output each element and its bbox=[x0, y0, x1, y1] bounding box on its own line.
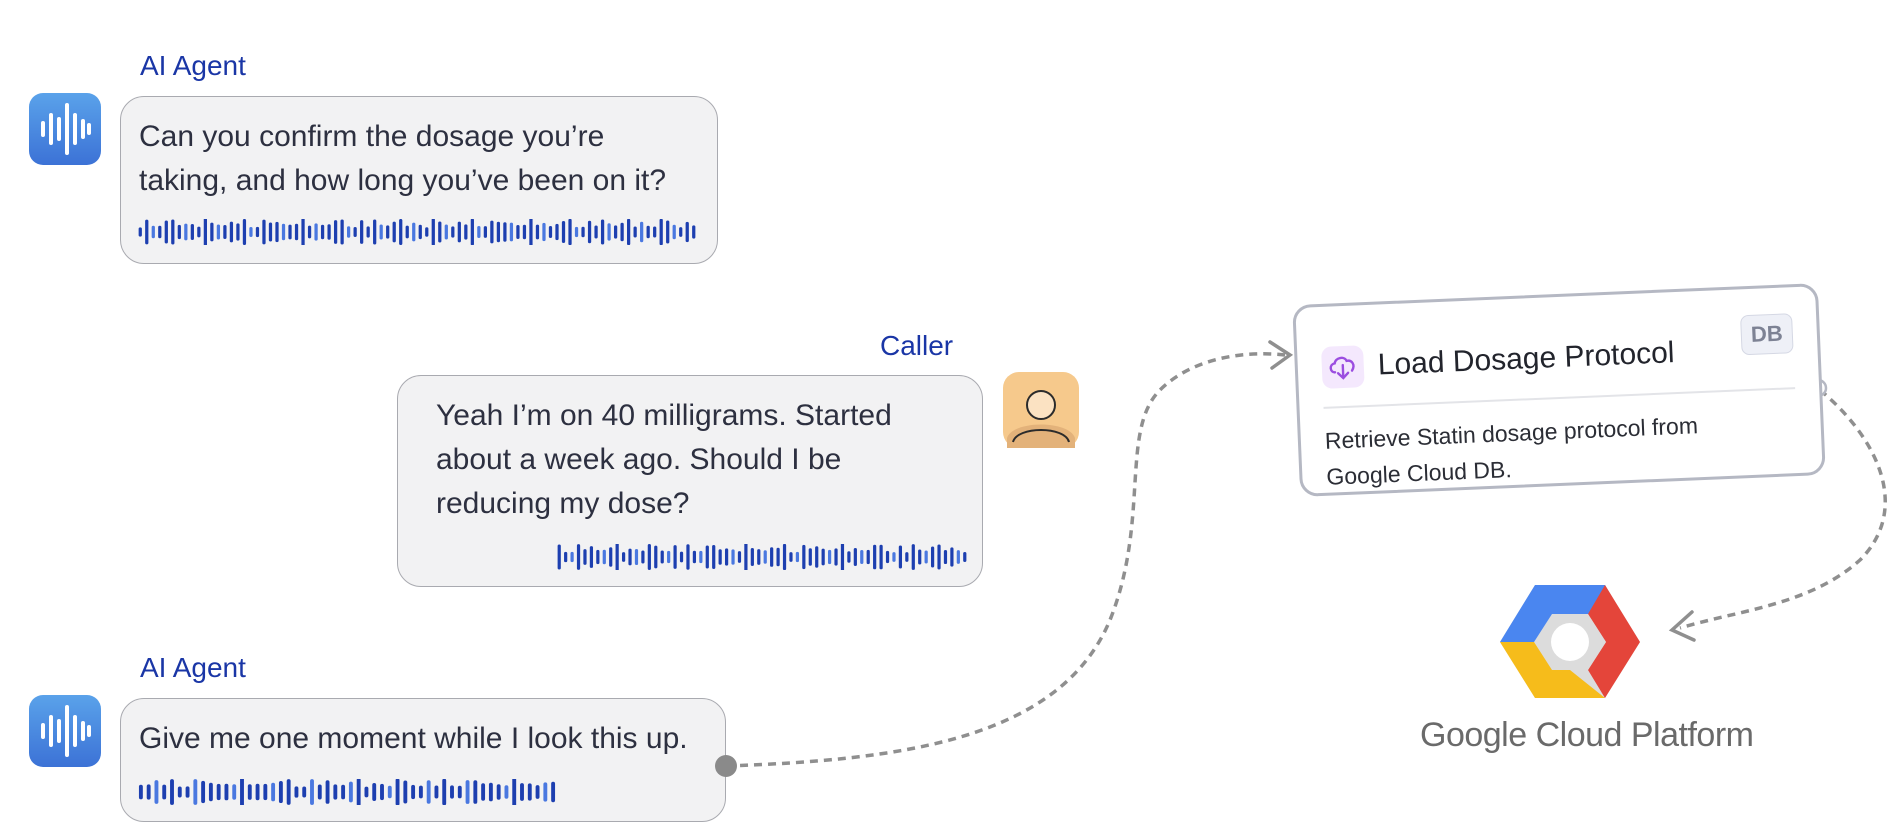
cloud-download-icon bbox=[1320, 345, 1365, 389]
speaker-label-agent: AI Agent bbox=[140, 652, 246, 683]
google-cloud-logo bbox=[1500, 585, 1640, 698]
connector-start-dot[interactable] bbox=[715, 755, 737, 777]
message-bubble-agent-1: Can you confirm the dosage you’re taking… bbox=[120, 96, 718, 264]
arrowhead-icon bbox=[1668, 610, 1696, 642]
agent-avatar bbox=[29, 695, 101, 767]
message-text-line: reducing my dose? bbox=[436, 487, 690, 520]
gcp-brand-word: Google bbox=[1420, 716, 1527, 754]
speaker-label-agent: AI Agent bbox=[140, 50, 246, 81]
tool-node-load-dosage-protocol[interactable]: Load Dosage Protocol DB Retrieve Statin … bbox=[1292, 283, 1826, 497]
audio-waveform bbox=[138, 779, 556, 805]
message-text-line: Yeah I’m on 40 milligrams. Started bbox=[436, 399, 892, 432]
arrowhead-icon bbox=[1268, 340, 1294, 370]
message-text: Yeah I’m on 40 milligrams. Started about… bbox=[436, 394, 976, 526]
caller-avatar bbox=[1003, 372, 1079, 448]
waveform-icon bbox=[41, 103, 91, 155]
message-text-line: Can you confirm the dosage you’re bbox=[139, 120, 605, 153]
audio-waveform bbox=[138, 219, 696, 245]
message-text-line: about a week ago. Should I be bbox=[436, 443, 842, 476]
audio-waveform bbox=[557, 544, 967, 570]
agent-avatar bbox=[29, 93, 101, 165]
connector-tool-to-gcp bbox=[1679, 388, 1887, 630]
message-text-line: Give me one moment while I look this up. bbox=[139, 722, 688, 755]
db-badge: DB bbox=[1740, 313, 1794, 356]
message-text: Give me one moment while I look this up. bbox=[139, 717, 724, 761]
speaker-label-caller: Caller bbox=[880, 330, 954, 361]
waveform-icon bbox=[41, 705, 91, 757]
person-icon bbox=[1007, 390, 1075, 448]
connector-message-to-tool bbox=[725, 352, 1286, 768]
message-text: Can you confirm the dosage you’re taking… bbox=[139, 115, 709, 203]
message-text-line: taking, and how long you’ve been on it? bbox=[139, 164, 667, 197]
message-bubble-caller: Yeah I’m on 40 milligrams. Started about… bbox=[397, 375, 983, 587]
google-cloud-platform-wordmark: Google Cloud Platform bbox=[1420, 716, 1754, 755]
node-title: Load Dosage Protocol bbox=[1377, 336, 1676, 382]
gcp-product-words: Cloud Platform bbox=[1535, 716, 1754, 754]
